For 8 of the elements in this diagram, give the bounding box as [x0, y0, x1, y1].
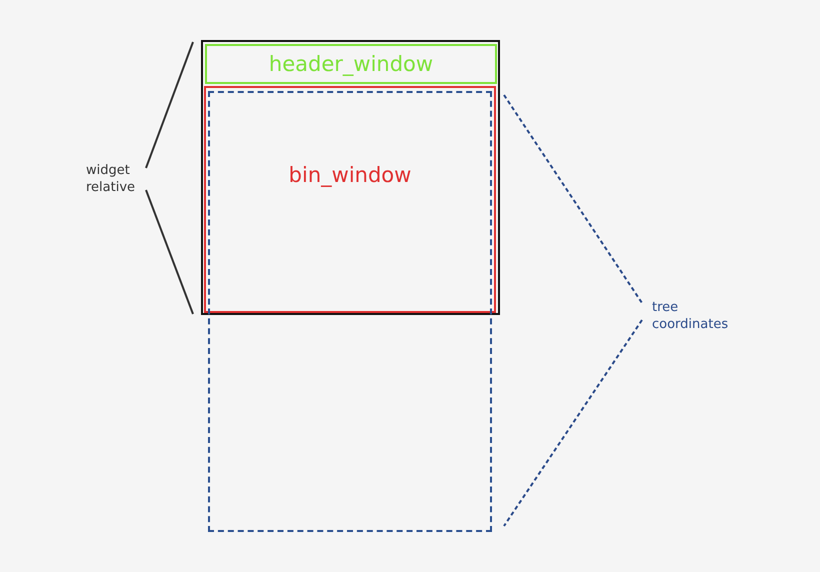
window-box [205, 44, 497, 84]
window-box [204, 86, 496, 313]
frame-box [208, 91, 492, 532]
bracket-label: widget relative [86, 162, 136, 196]
window-name: bin_window [288, 162, 412, 186]
bracket-label: tree coordinates [652, 299, 730, 333]
frame-box [201, 40, 500, 315]
window-name: header_window [268, 52, 434, 76]
